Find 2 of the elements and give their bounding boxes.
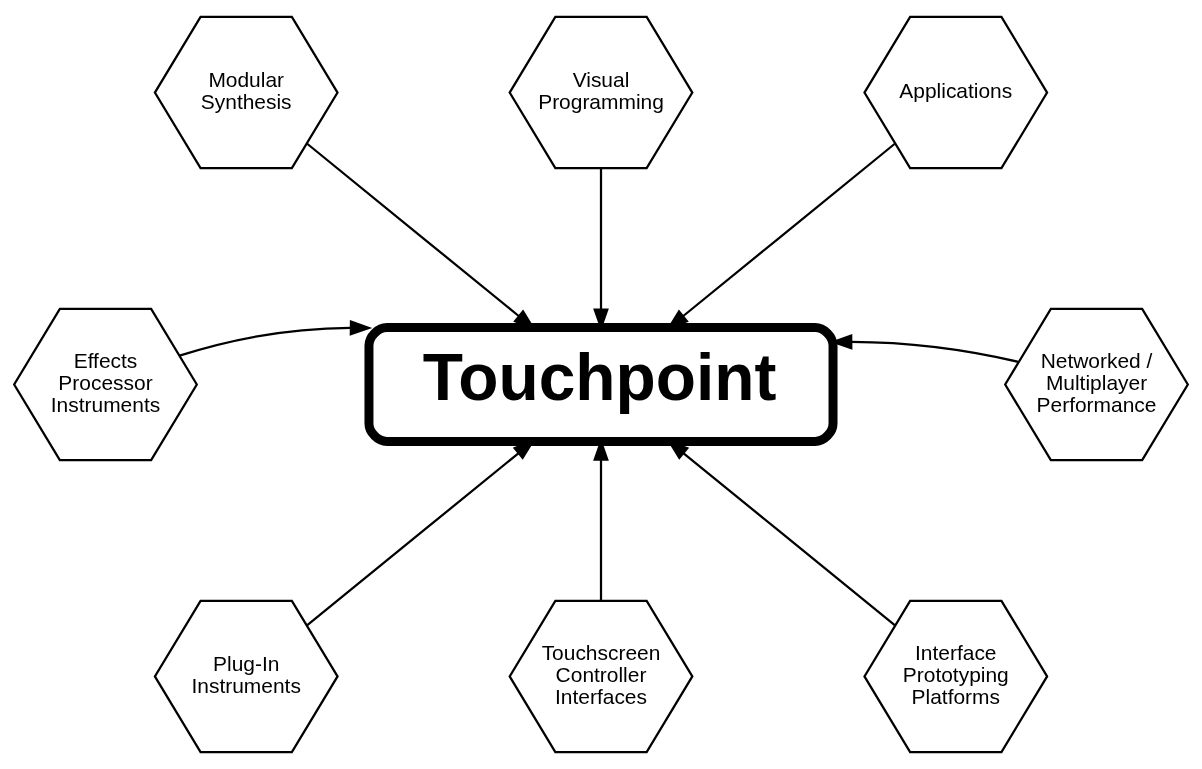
node-box: Touchpoint: [364, 323, 838, 446]
arrow: [179, 319, 373, 357]
